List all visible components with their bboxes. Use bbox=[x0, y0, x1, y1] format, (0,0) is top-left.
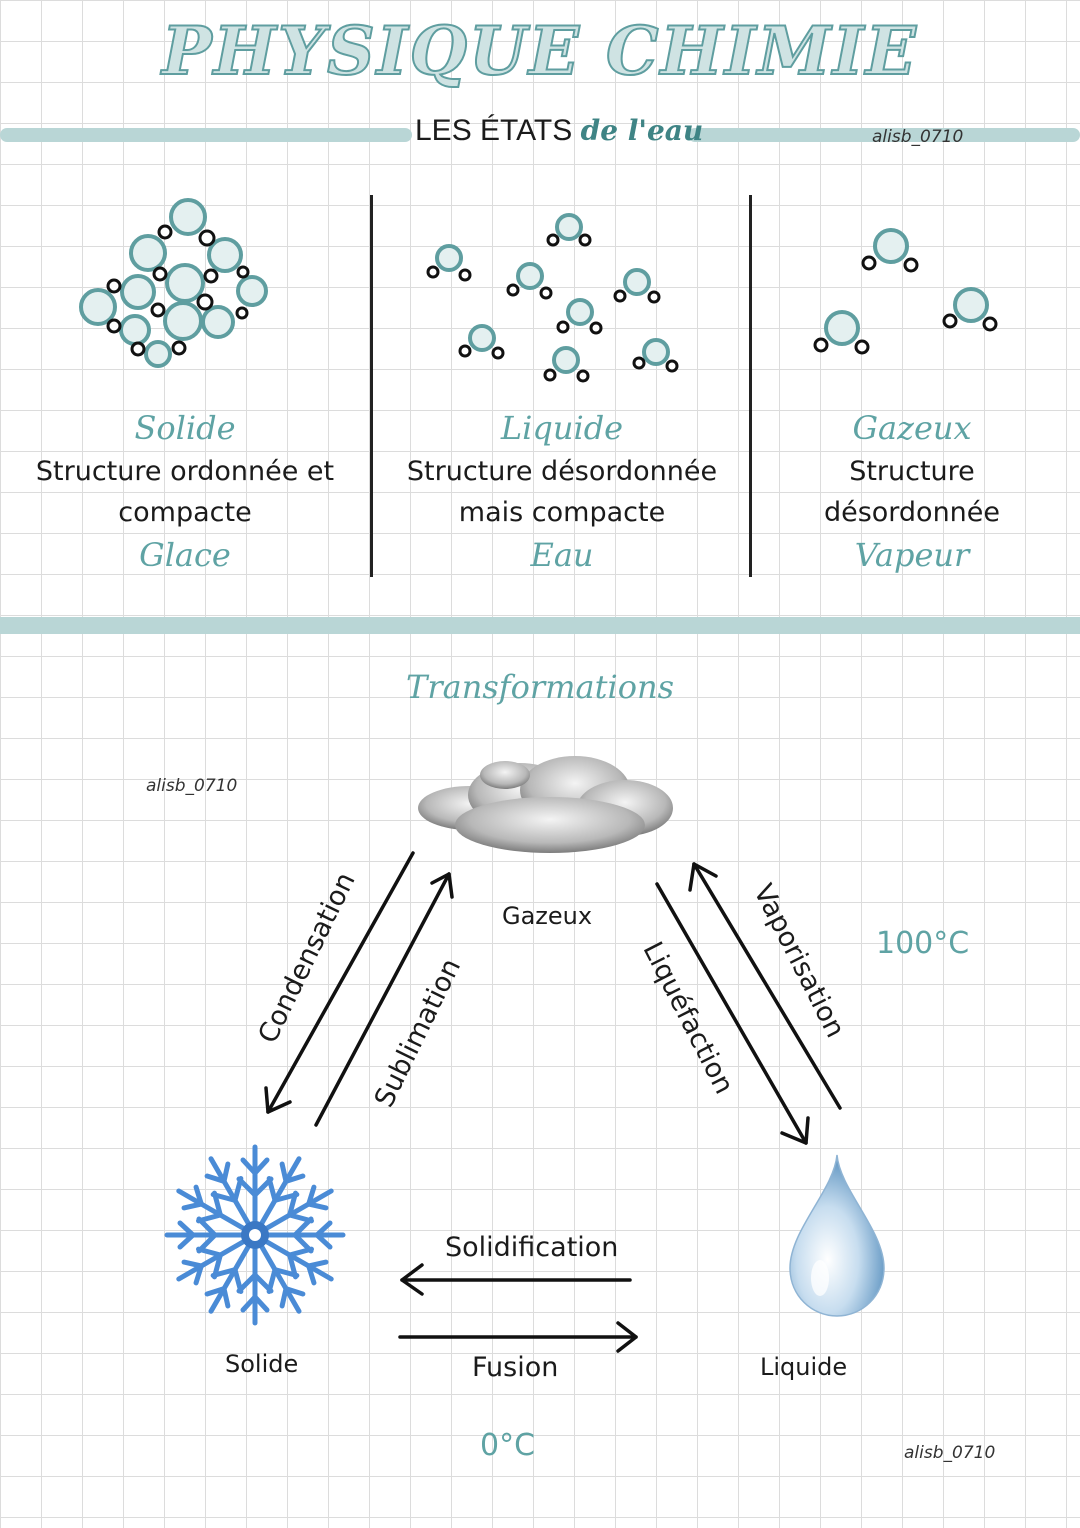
arrow-vaporisation bbox=[692, 862, 842, 1110]
transformations-title: Transformations bbox=[406, 668, 674, 706]
state-desc-solid-1: Structure ordonnée et bbox=[35, 456, 335, 487]
label-gazeux: Gazeux bbox=[502, 902, 593, 930]
header-band-right bbox=[688, 128, 1080, 142]
watermark-bottom: alisb_0710 bbox=[904, 1443, 996, 1463]
label-liquide: Liquide bbox=[760, 1353, 848, 1381]
arrow-condensation bbox=[266, 851, 415, 1114]
snowflake-icon bbox=[160, 1144, 350, 1330]
gas-molecules bbox=[824, 228, 989, 346]
state-desc-gas-2: désordonnée bbox=[823, 497, 1001, 528]
solid-molecules bbox=[79, 198, 268, 368]
page-subtitle: LES ÉTATS de l'eau bbox=[415, 114, 703, 148]
temp-high: 100°C bbox=[876, 926, 970, 961]
section-band bbox=[0, 617, 1080, 634]
state-desc-solid-2: compacte bbox=[118, 497, 252, 528]
cloud-icon bbox=[418, 756, 673, 853]
arrow-sublimation bbox=[314, 872, 451, 1127]
column-divider-2 bbox=[749, 195, 752, 577]
label-fusion: Fusion bbox=[472, 1352, 559, 1383]
state-column-solid: Solide Structure ordonnée et compacte Gl… bbox=[5, 405, 365, 577]
state-label-gas: Gazeux bbox=[852, 409, 972, 447]
solid-atoms bbox=[106, 224, 250, 357]
state-column-gas: Gazeux Structure désordonnée Vapeur bbox=[732, 405, 1080, 577]
state-desc-liquid-1: Structure désordonnée bbox=[406, 456, 718, 487]
arrow-liquefaction bbox=[655, 882, 808, 1145]
state-desc-liquid-2: mais compacte bbox=[458, 497, 666, 528]
state-column-liquid: Liquide Structure désordonnée mais compa… bbox=[382, 405, 742, 577]
watermark-top: alisb_0710 bbox=[872, 127, 964, 147]
page-title: PHYSIQUE CHIMIE bbox=[161, 11, 918, 91]
gas-atoms bbox=[813, 255, 998, 355]
molecule-illustrations bbox=[79, 198, 998, 383]
state-label-liquid: Liquide bbox=[500, 409, 624, 447]
subtitle-emphasis: de l'eau bbox=[580, 114, 704, 147]
watermark-left: alisb_0710 bbox=[146, 776, 238, 796]
state-desc-gas-1: Structure bbox=[849, 456, 975, 487]
transformation-arrows bbox=[264, 851, 842, 1353]
liquid-molecules bbox=[435, 213, 670, 374]
state-name-gas: Vapeur bbox=[854, 536, 970, 574]
label-solidification: Solidification bbox=[445, 1232, 619, 1263]
column-divider-1 bbox=[370, 195, 373, 577]
liquid-atoms bbox=[426, 233, 679, 383]
temp-low: 0°C bbox=[480, 1428, 536, 1463]
state-name-liquid: Eau bbox=[530, 536, 594, 574]
water-drop-icon bbox=[789, 1154, 885, 1317]
label-solide: Solide bbox=[225, 1350, 299, 1378]
state-name-solid: Glace bbox=[139, 536, 231, 574]
subtitle-main: LES ÉTATS bbox=[415, 114, 573, 147]
state-label-solid: Solide bbox=[134, 409, 236, 447]
header-band-left bbox=[0, 128, 412, 142]
